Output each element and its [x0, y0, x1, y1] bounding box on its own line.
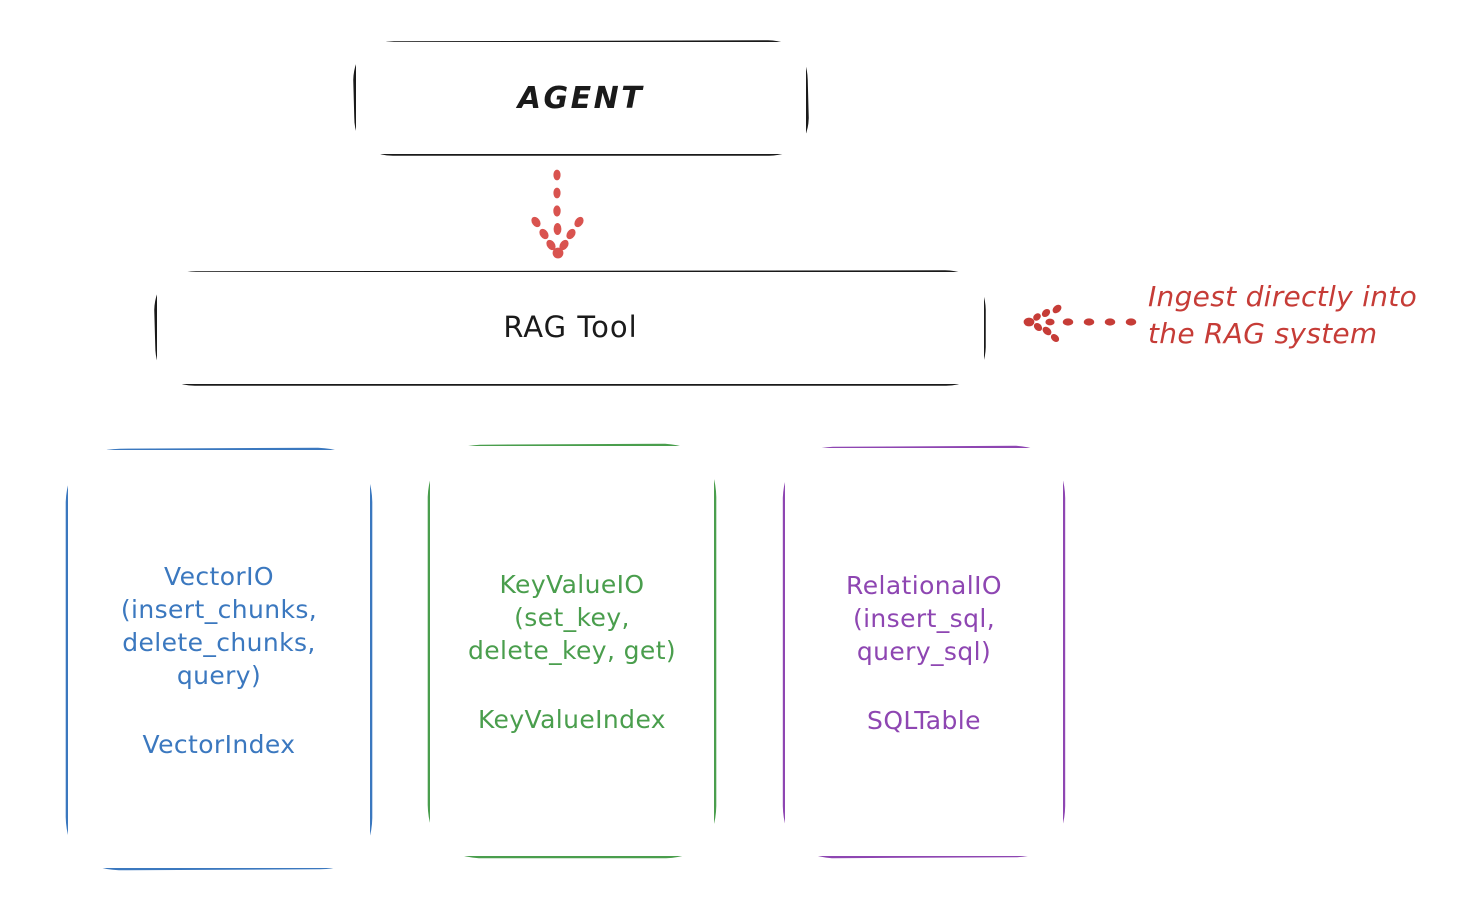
ingest-arrow — [1023, 304, 1137, 342]
vector-index-label: VectorIndex — [142, 729, 296, 759]
key-value-io-node[interactable]: KeyValueIO (set_key, delete_key, get) Ke… — [430, 446, 714, 856]
sql-table-label: SQLTable — [867, 706, 981, 735]
ingest-annotation-text: Ingest directly into the RAG system — [1148, 280, 1418, 350]
agent-to-rag-arrow — [531, 169, 584, 259]
key-value-index-label: KeyValueIndex — [477, 705, 666, 734]
key-value-io-node-label: KeyValueIO (set_key, delete_key, get) — [467, 570, 677, 665]
agent-node[interactable]: AGENT — [356, 42, 806, 154]
rag-tool-node[interactable]: RAG Tool — [157, 272, 984, 384]
relational-io-node-label: RelationalIO (insert_sql, query_sql) — [846, 571, 1002, 666]
agent-node-label: AGENT — [517, 80, 645, 116]
rag-tool-node-label: RAG Tool — [503, 310, 638, 345]
relational-io-node[interactable]: RelationalIO (insert_sql, query_sql) SQL… — [785, 448, 1063, 856]
vector-io-node-label: VectorIO (insert_chunks, delete_chunks, … — [120, 561, 318, 690]
vector-io-node[interactable]: VectorIO (insert_chunks, delete_chunks, … — [68, 450, 370, 868]
